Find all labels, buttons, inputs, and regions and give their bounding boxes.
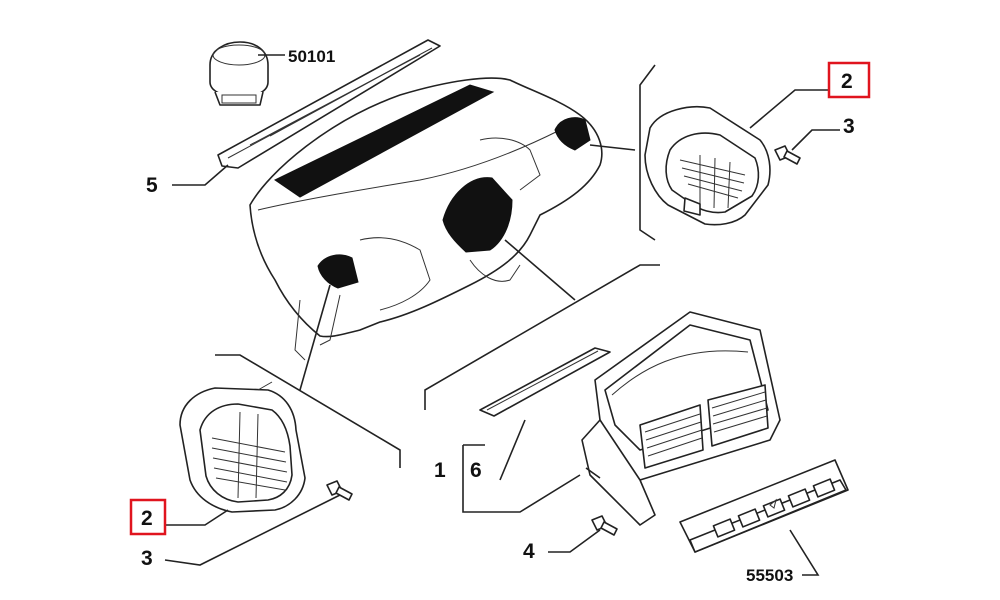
dashboard-part: [249, 77, 603, 361]
center-bezel-part-1: [581, 311, 781, 526]
callout-2-top: 2: [827, 61, 871, 99]
label-5: 5: [146, 174, 158, 197]
callout-3-top: 3: [843, 115, 855, 138]
label-55503: 55503: [746, 566, 793, 585]
trim-part-6: [479, 347, 611, 417]
vent-part-2-bottom: [179, 381, 306, 513]
callout-3-bottom: 3: [141, 547, 153, 570]
vent-part-2-top: [644, 106, 771, 226]
label-4: 4: [523, 540, 535, 563]
callout-55503: 55503: [746, 566, 793, 585]
callout-4: 4: [523, 540, 535, 563]
label-1: 1: [434, 459, 446, 482]
strip-part-5: [217, 39, 441, 169]
callout-6: 6: [470, 459, 482, 482]
highlight-box-2-bottom: [129, 498, 167, 536]
screw-part-3-top: [774, 145, 801, 165]
screw-part-4: [591, 515, 618, 536]
leader-lines: [164, 54, 840, 576]
screw-part-3-bottom: [326, 480, 353, 501]
label-2-bottom: 2: [141, 507, 153, 530]
callout-50101: 50101: [288, 47, 335, 66]
switch-panel-part-55503: [679, 459, 849, 553]
label-2-top: 2: [841, 70, 853, 93]
label-3-bottom: 3: [141, 547, 153, 570]
callout-1: 1: [434, 459, 446, 482]
label-50101: 50101: [288, 47, 335, 66]
highlight-box-2-top: [827, 61, 871, 99]
label-3-top: 3: [843, 115, 855, 138]
label-6: 6: [470, 459, 482, 482]
callout-2-bottom: 2: [129, 498, 167, 536]
knob-part-50101: [209, 41, 269, 106]
callout-5: 5: [146, 174, 158, 197]
